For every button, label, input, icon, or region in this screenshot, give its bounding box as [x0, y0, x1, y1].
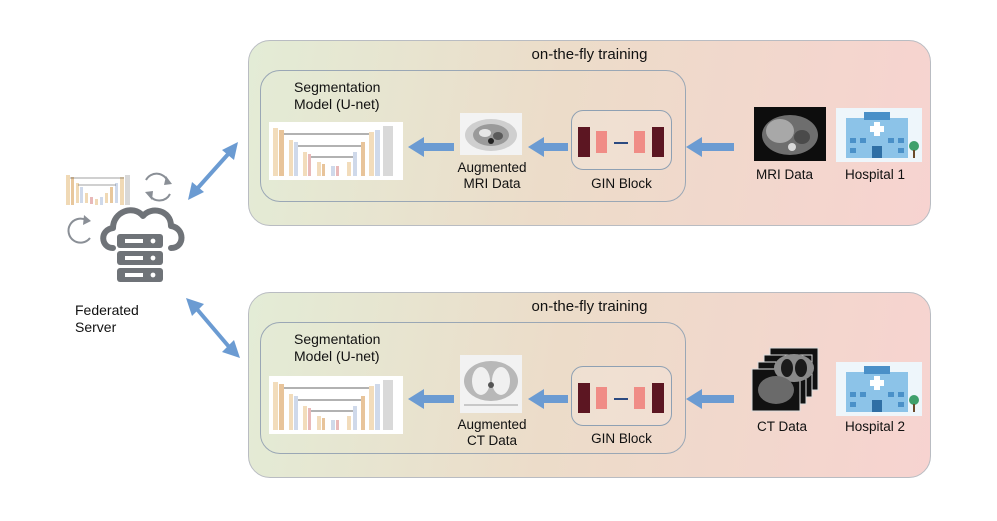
- gin-conv-layer: [578, 127, 590, 157]
- model-label-line1: Segmentation: [294, 331, 381, 347]
- arrow-left: [528, 137, 568, 157]
- gin-norm-layer: [596, 131, 607, 153]
- gin-conv-layer: [578, 383, 590, 413]
- double-arrow-lower: [186, 298, 240, 358]
- cloud-server-icon: [100, 207, 185, 282]
- client-pipeline-box: Segmentation Model (U-net): [260, 322, 686, 454]
- mri-data-label: MRI Data: [756, 167, 814, 182]
- unet-mini-icon: [66, 175, 130, 205]
- double-arrow-upper: [188, 142, 238, 200]
- augmented-label-line2: CT Data: [466, 433, 518, 448]
- ct-data-stack-image: [751, 347, 819, 412]
- gin-connector: [614, 142, 628, 144]
- client-pipeline-box: Segmentation Model (U-net): [260, 70, 686, 202]
- arrow-left: [686, 137, 734, 157]
- hospital-label: Hospital 1: [845, 167, 906, 182]
- model-label-line1: Segmentation: [294, 79, 381, 95]
- arrow-left: [408, 389, 454, 409]
- unet-model-figure: [269, 122, 403, 180]
- augmented-label-line1: Augmented: [457, 160, 527, 175]
- server-label-line1: Federated: [75, 302, 139, 318]
- arrow-left: [528, 389, 568, 409]
- arrow-left: [408, 137, 454, 157]
- augmented-label-line2: MRI Data: [463, 176, 521, 191]
- server-label-line2: Server: [75, 319, 117, 335]
- gin-block: [571, 110, 672, 170]
- model-label-line2: Model (U-net): [294, 96, 380, 112]
- arrow-left: [686, 389, 734, 409]
- model-label-line2: Model (U-net): [294, 348, 380, 364]
- gin-norm-layer: [596, 387, 607, 409]
- gin-connector: [614, 398, 628, 400]
- gin-conv-layer: [652, 383, 664, 413]
- gin-label: GIN Block: [591, 176, 652, 191]
- hospital-label: Hospital 2: [845, 419, 906, 434]
- refresh-icon: [145, 172, 172, 202]
- sync-icon: [67, 215, 91, 244]
- hospital-icon: [836, 362, 922, 416]
- augmented-ct-image: [460, 355, 522, 413]
- augmented-label-line1: Augmented: [457, 417, 527, 432]
- gin-block: [571, 366, 672, 426]
- hospital-icon: [836, 108, 922, 162]
- unet-model-figure: [269, 376, 403, 434]
- panel-title: on-the-fly training: [531, 298, 648, 315]
- gin-norm-layer: [634, 387, 645, 409]
- gin-label: GIN Block: [591, 431, 652, 446]
- ct-data-label: CT Data: [757, 419, 808, 434]
- gin-norm-layer: [634, 131, 645, 153]
- gin-conv-layer: [652, 127, 664, 157]
- panel-title: on-the-fly training: [531, 46, 648, 63]
- augmented-mri-image: [460, 113, 522, 155]
- mri-data-image: [754, 107, 826, 161]
